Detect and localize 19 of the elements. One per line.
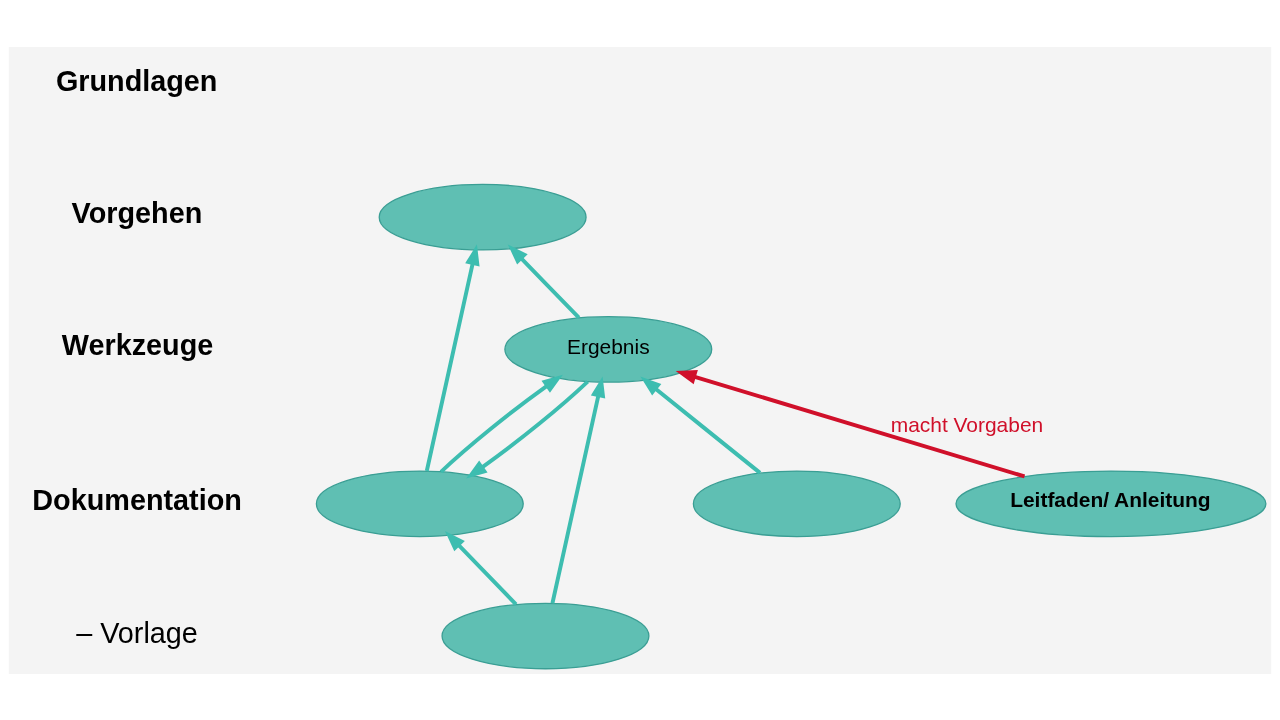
arrow [640,376,762,474]
label: Dokumentation [32,483,242,516]
label: Vorgehen [71,196,203,229]
label: – Vorlage [76,616,198,649]
arrow [444,530,518,606]
node-ellipse [378,183,587,251]
arrow [466,379,589,478]
node-ellipse: Leitfaden/ Anleitung [955,469,1267,537]
node-ellipse [692,469,901,537]
edge-label: macht Vorgaben [890,412,1044,436]
label: Werkzeuge [61,328,214,361]
label: Grundlagen [55,64,218,97]
arrow [507,243,581,319]
arrow [550,376,606,604]
arrow [675,369,1026,478]
arrow [439,374,563,473]
node-ellipse [315,469,524,537]
node-ellipse [441,602,650,669]
arrow [424,243,480,471]
